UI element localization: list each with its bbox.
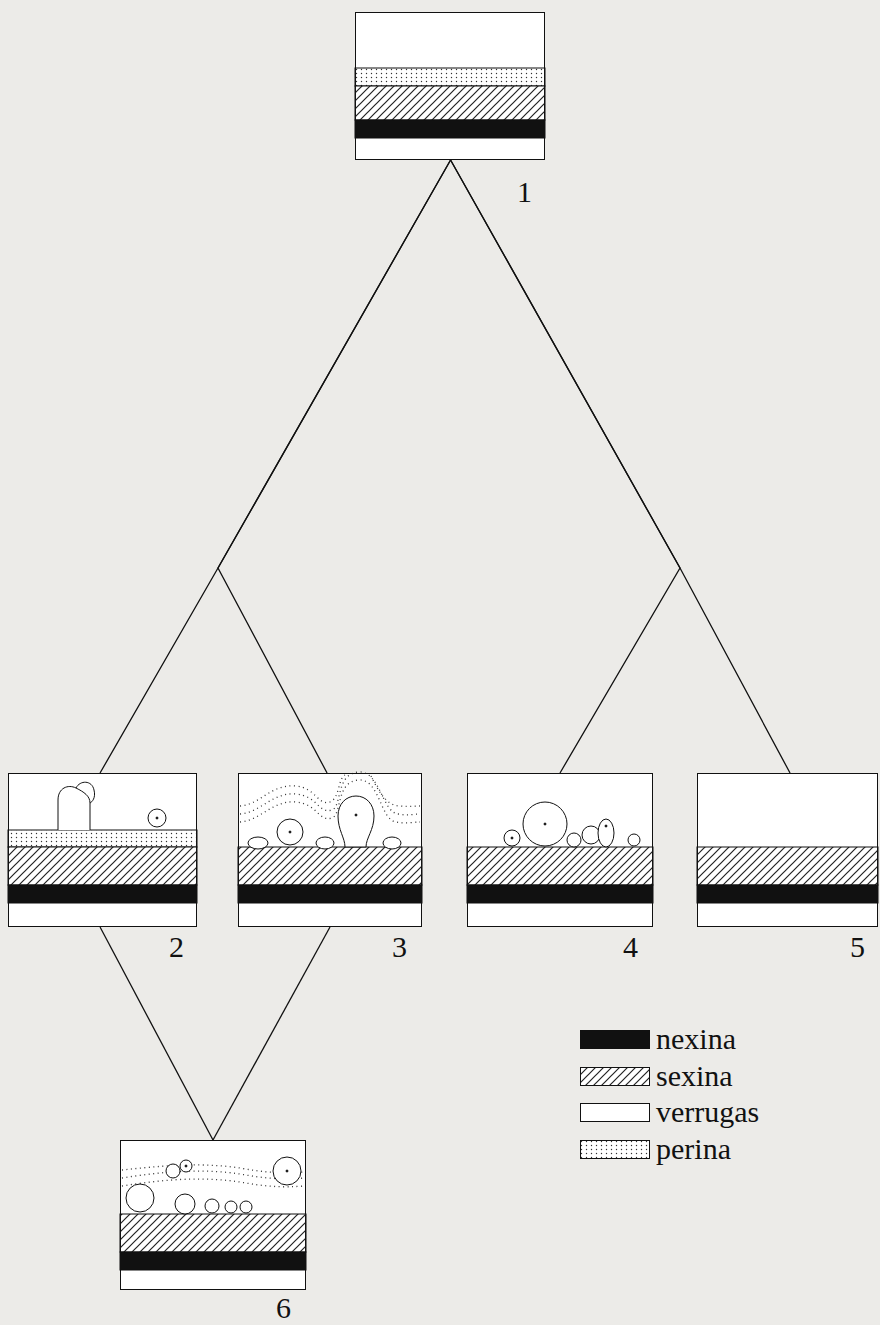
legend-label: sexina [656, 1061, 733, 1091]
tree-branch [451, 160, 680, 773]
exine-panel: 5 [697, 773, 878, 927]
legend-swatch [580, 1103, 650, 1122]
tree-branch [100, 927, 213, 1140]
exine-panel: 6 [120, 1140, 306, 1290]
legend-pattern-sample [580, 1140, 650, 1159]
legend-label: nexina [656, 1024, 736, 1054]
legend-row: nexina [580, 1024, 736, 1054]
callout-number: 5 [850, 932, 865, 962]
exine-panel: 4 [467, 773, 653, 927]
callout-number: 1 [517, 177, 532, 207]
legend-row: verrugas [580, 1097, 759, 1127]
legend-pattern-sample [580, 1067, 650, 1086]
exine-panel: 3 [238, 773, 422, 927]
tree-branch [451, 160, 790, 773]
callout-number: 6 [276, 1293, 291, 1323]
legend-row: sexina [580, 1061, 733, 1091]
legend-row: perina [580, 1134, 731, 1164]
legend-label: verrugas [656, 1097, 759, 1127]
legend-label: perina [656, 1134, 731, 1164]
callout-number: 2 [169, 932, 184, 962]
legend-swatch [580, 1030, 650, 1049]
tree-branch [218, 160, 451, 773]
exine-panel: 1 [355, 12, 545, 160]
tree-branch [213, 927, 330, 1140]
exine-panel: 2 [8, 773, 197, 927]
callout-number: 3 [392, 932, 407, 962]
callout-number: 4 [623, 932, 638, 962]
tree-branch [100, 160, 451, 773]
